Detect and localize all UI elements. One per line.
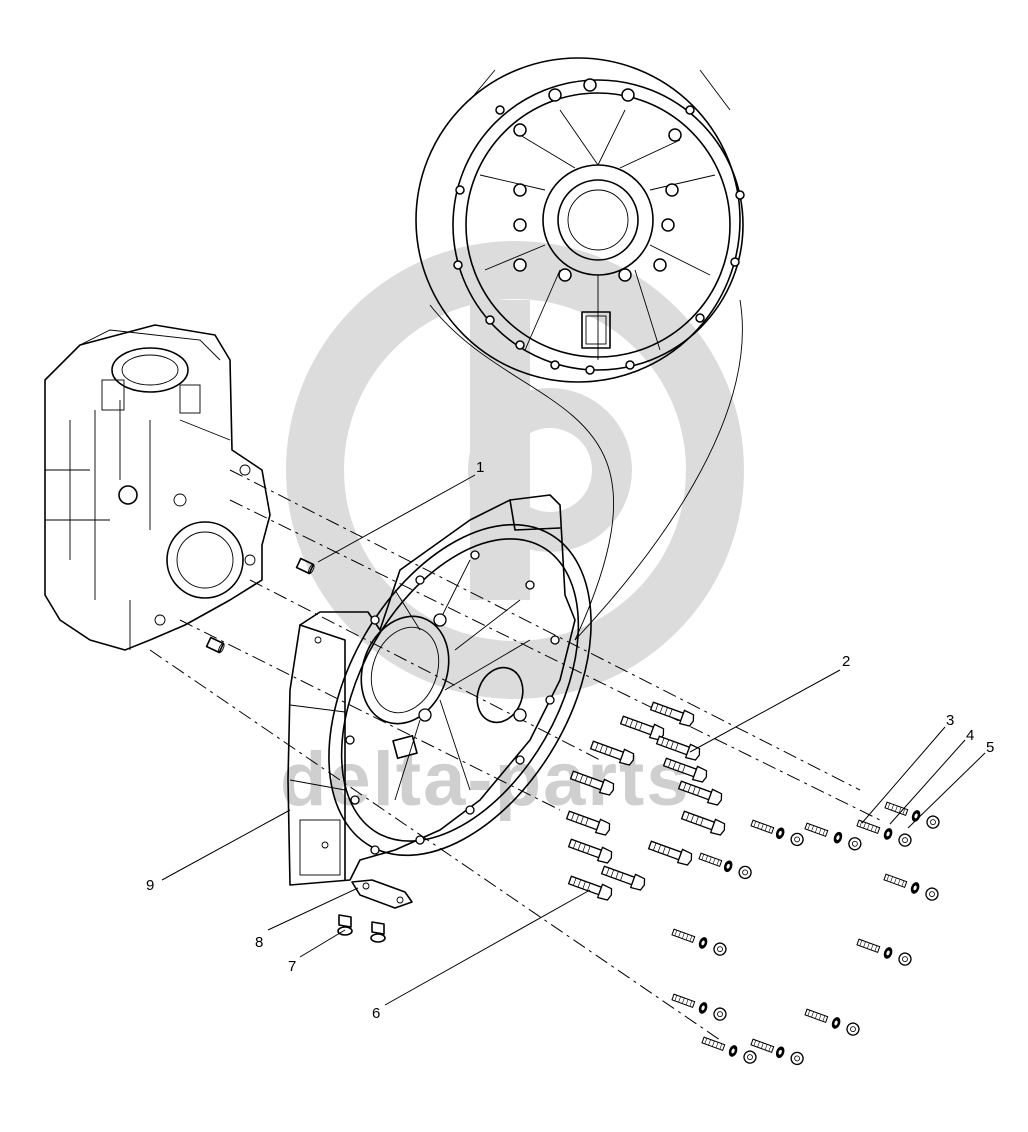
- callout-5: 5: [986, 739, 994, 756]
- callout-6: 6: [372, 1005, 380, 1022]
- leader-lines: [161, 474, 986, 1006]
- callout-2: 2: [842, 653, 850, 670]
- callout-7: 7: [288, 958, 296, 975]
- alignment-lines: [149, 469, 881, 1041]
- watermark-logo: [286, 241, 744, 699]
- cover-plate: [351, 879, 413, 909]
- detail-inset: [415, 57, 745, 641]
- flywheel-housing: [287, 494, 592, 886]
- callout-8: 8: [255, 934, 263, 951]
- stud-nut-sets: [671, 801, 942, 1067]
- callout-4: 4: [966, 727, 974, 744]
- callout-1: 1: [476, 459, 484, 476]
- housing-rear-view: [452, 69, 745, 375]
- callout-9: 9: [146, 877, 154, 894]
- callout-labels: 1 2 3 4 5 6 7 8 9: [146, 459, 994, 1022]
- callout-3: 3: [946, 712, 954, 729]
- engine-block: [44, 324, 271, 651]
- dowel-pins: [205, 557, 315, 654]
- cover-bolts: [337, 914, 386, 943]
